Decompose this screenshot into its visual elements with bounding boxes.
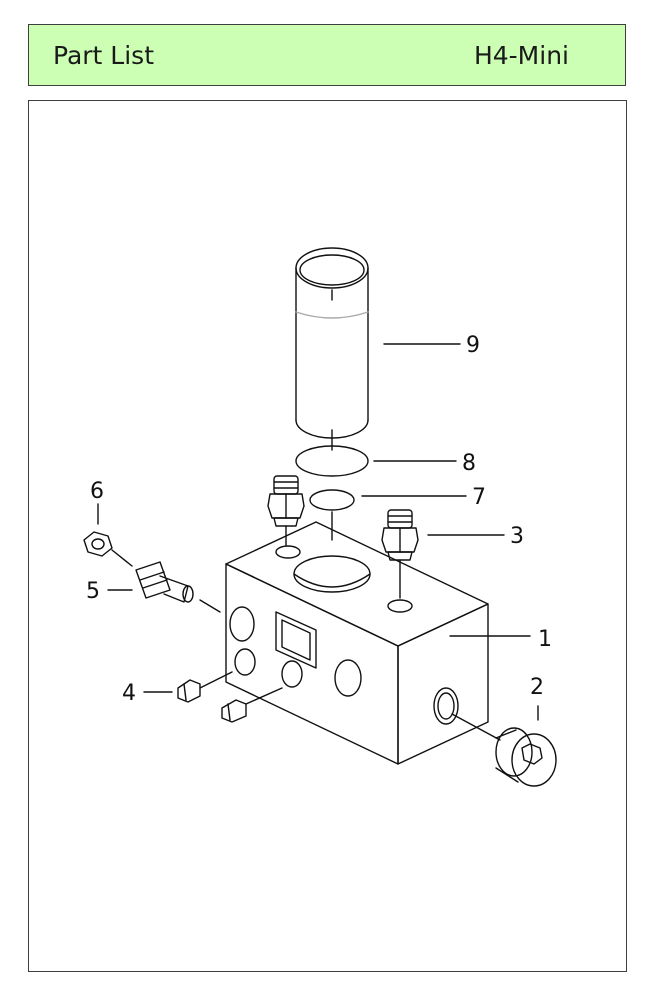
part-3-fitting-right	[381, 509, 419, 599]
part-4-nipple-a	[177, 671, 233, 703]
callout-5: 5	[86, 579, 100, 604]
header-bar: Part List H4-Mini	[28, 24, 626, 86]
part-1-block	[225, 521, 489, 765]
part-9-tube	[295, 247, 369, 439]
callout-8: 8	[462, 451, 476, 476]
diagram-panel	[28, 100, 627, 972]
callout-3: 3	[510, 524, 524, 549]
part-6-nut	[83, 531, 133, 567]
callout-7: 7	[472, 485, 486, 510]
part-7-small-oring	[309, 489, 355, 541]
part-4-nipple-b	[221, 687, 283, 723]
callout-1: 1	[538, 627, 552, 652]
part-2-plug	[451, 713, 557, 787]
part-3-fitting-left	[267, 475, 305, 546]
part-5-screw	[135, 561, 221, 613]
callout-9: 9	[466, 333, 480, 358]
callout-4: 4	[122, 681, 136, 706]
callout-2: 2	[530, 675, 544, 700]
part-8-large-oring	[295, 429, 369, 477]
callout-6: 6	[90, 479, 104, 504]
model-name: H4-Mini	[473, 40, 569, 70]
page-title: Part List	[53, 40, 155, 70]
